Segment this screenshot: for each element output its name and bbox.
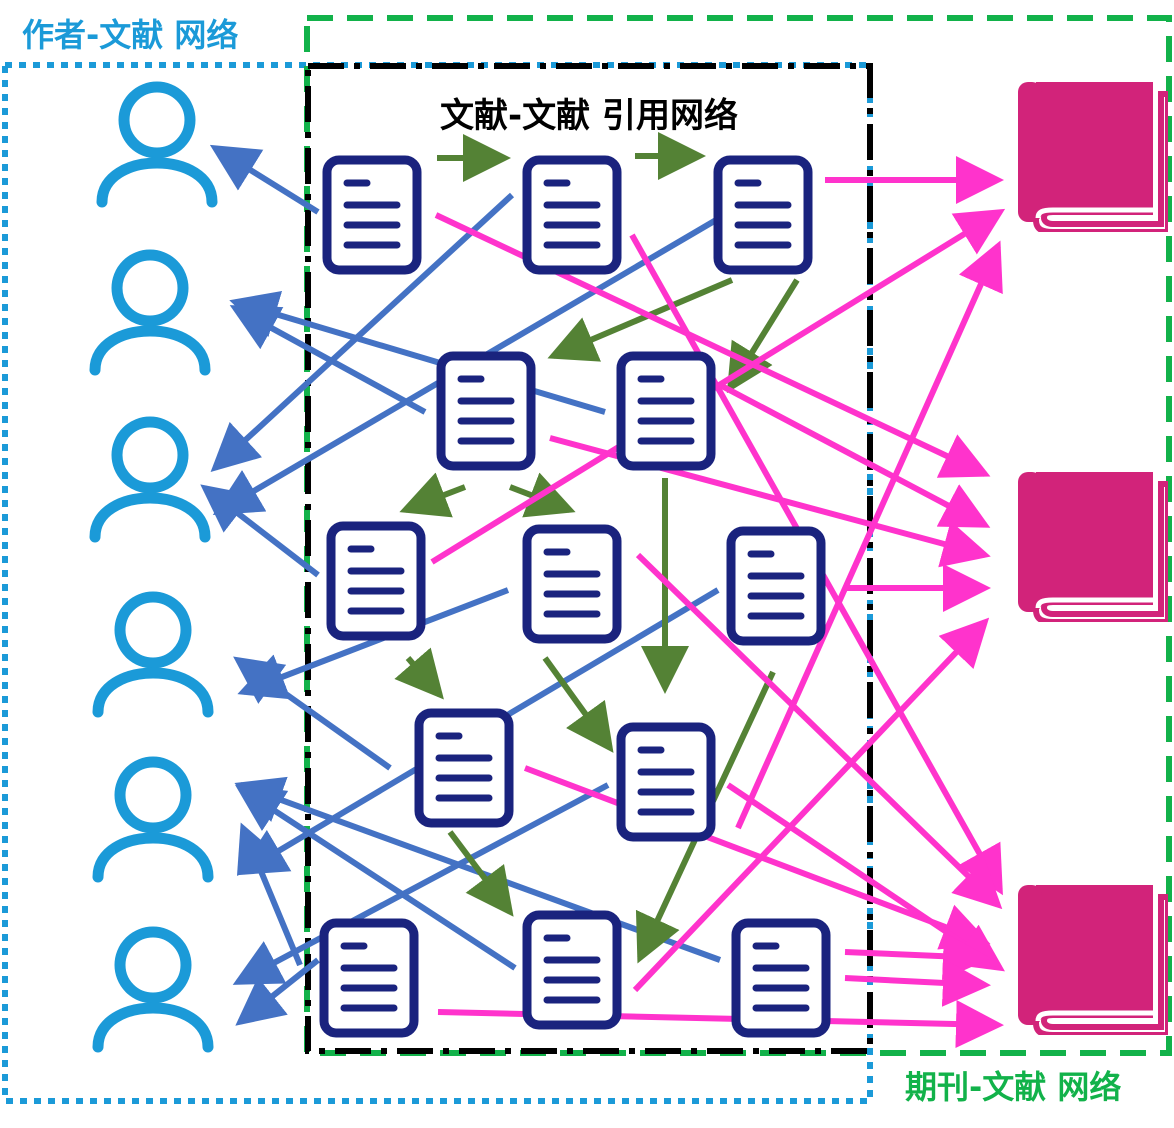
person-icon xyxy=(95,255,205,370)
journal-literature-network-label: 期刊-文献 网络 xyxy=(905,1068,1122,1106)
document-icon xyxy=(331,526,421,636)
citation-network-label: 文献-文献 引用网络 xyxy=(440,96,738,136)
person-icon xyxy=(95,422,205,537)
document-icon xyxy=(527,915,617,1025)
document-icon xyxy=(736,923,826,1033)
document-icon xyxy=(419,713,509,823)
journal-edges xyxy=(430,156,1006,1049)
citation-network-box xyxy=(305,63,873,1054)
book-icon xyxy=(1018,472,1168,622)
document-icon xyxy=(621,356,711,466)
document-icon xyxy=(527,529,617,639)
document-icon xyxy=(441,356,531,466)
document-icon xyxy=(731,531,821,641)
document-icon xyxy=(621,727,711,837)
person-icon xyxy=(102,87,212,202)
author-edges xyxy=(200,144,730,1026)
author-literature-network-label: 作者-文献 网络 xyxy=(22,16,239,54)
document-nodes xyxy=(324,160,826,1033)
document-icon xyxy=(718,160,808,270)
author-nodes xyxy=(95,87,212,1047)
person-icon xyxy=(98,932,208,1047)
document-icon xyxy=(527,160,617,270)
document-icon xyxy=(327,160,417,270)
book-icon xyxy=(1018,885,1168,1035)
person-icon xyxy=(98,762,208,877)
book-icon xyxy=(1018,82,1168,232)
document-icon xyxy=(324,923,414,1033)
journal-nodes xyxy=(1018,82,1168,1035)
person-icon xyxy=(98,597,208,712)
